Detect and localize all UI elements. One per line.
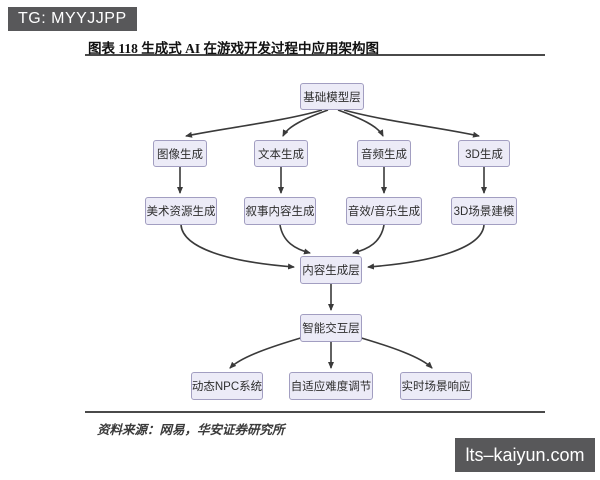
node-text-generation: 文本生成 <box>254 140 308 167</box>
node-realtime-scene-response: 实时场景响应 <box>400 372 472 400</box>
figure-source-text: 资料来源：网易，华安证券研究所 <box>97 423 285 437</box>
node-image-generation: 图像生成 <box>153 140 207 167</box>
node-narrative-content-generation: 叙事内容生成 <box>244 197 316 225</box>
node-intelligent-interaction-layer: 智能交互层 <box>300 314 362 342</box>
node-dynamic-npc-system: 动态NPC系统 <box>191 372 263 400</box>
node-art-asset-generation: 美术资源生成 <box>145 197 217 225</box>
tg-banner-text: TG: MYYJJPP <box>18 10 127 27</box>
node-foundation-model-layer: 基础模型层 <box>300 83 364 110</box>
tg-banner: TG: MYYJJPP <box>8 7 137 31</box>
node-audio-generation: 音频生成 <box>357 140 411 167</box>
node-adaptive-difficulty-adjustment: 自适应难度调节 <box>289 372 373 400</box>
figure-title: 图表 118 生成式 AI 在游戏开发过程中应用架构图 <box>85 37 545 56</box>
node-content-generation-layer: 内容生成层 <box>300 256 362 284</box>
site-watermark: lts–kaiyun.com <box>455 438 595 472</box>
node-3d-generation: 3D生成 <box>458 140 510 167</box>
node-3d-scene-modeling: 3D场景建模 <box>451 197 517 225</box>
figure-title-text: 图表 118 生成式 AI 在游戏开发过程中应用架构图 <box>88 41 380 56</box>
site-watermark-text: lts–kaiyun.com <box>465 444 585 465</box>
figure-source: 资料来源：网易，华安证券研究所 <box>85 411 545 438</box>
node-sfx-music-generation: 音效/音乐生成 <box>346 197 422 225</box>
